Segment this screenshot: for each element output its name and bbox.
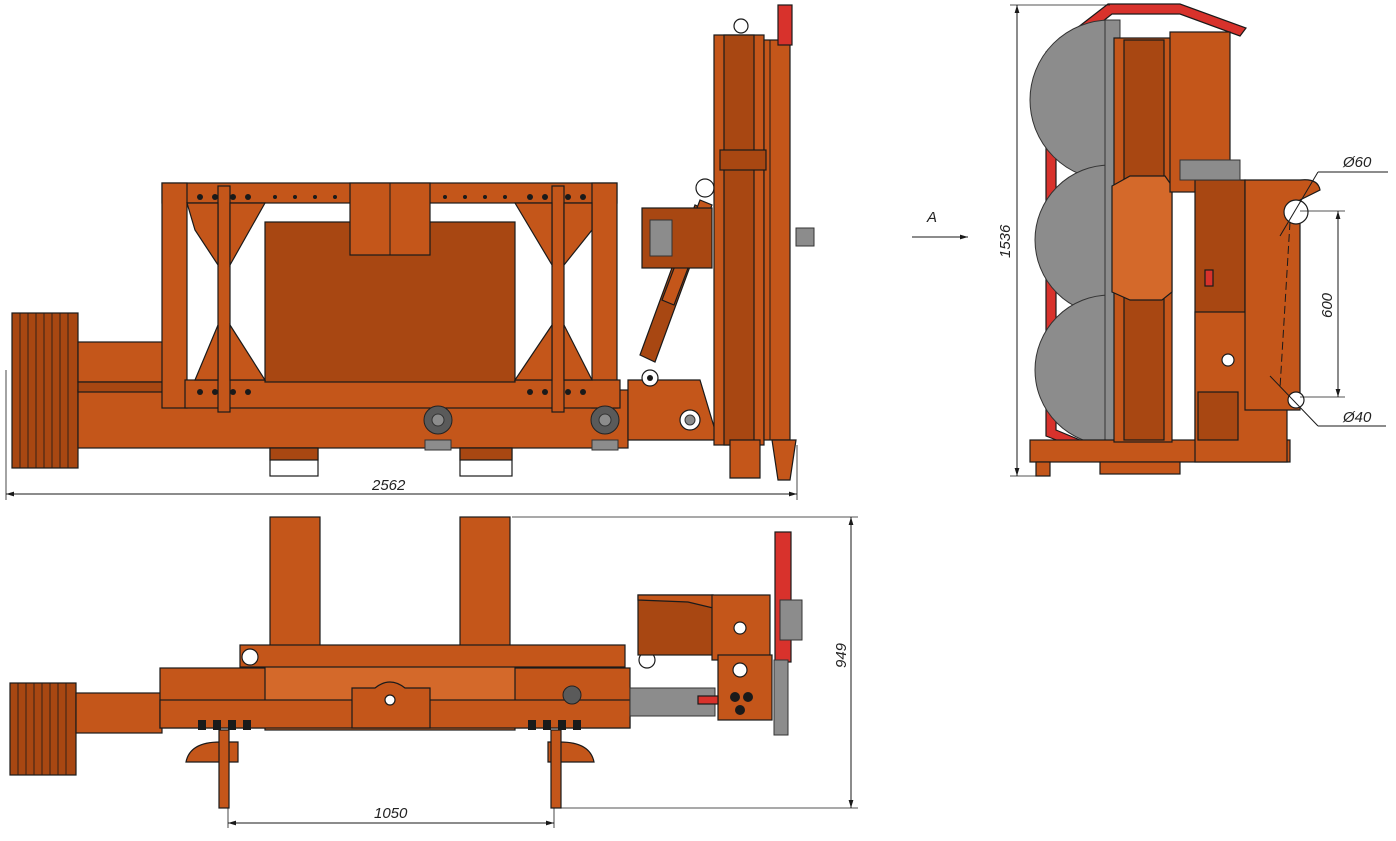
side-counterweight [11,312,79,469]
view-label-a: A [926,209,937,226]
dim-label-949: 949 [833,642,850,668]
dim-overall-height: 1536 [997,4,1110,477]
dim-bottom-pin-diameter: Ø40 [1269,375,1386,427]
front-view: 1536 600 Ø60 Ø40 [997,3,1388,477]
dim-label-1536: 1536 [997,224,1014,258]
dim-label-d40: Ø40 [1342,409,1372,426]
dim-label-2562: 2562 [371,477,406,494]
plan-blade-guard [774,531,792,663]
dim-plan-height: 949 [512,516,858,809]
dim-overall-length: 2562 [5,370,798,500]
dim-label-1050: 1050 [374,805,408,822]
side-saw-column [713,4,815,481]
side-bolts [197,194,586,395]
side-view: 2562 [5,4,815,500]
front-saw-blades [1029,19,1121,446]
view-arrow-a: A [912,209,968,240]
dim-top-pin-diameter: Ø60 [1279,154,1388,237]
dim-support-spacing: 1050 [227,805,555,828]
dim-label-600: 600 [1319,292,1336,318]
plan-bolts [198,720,581,730]
side-wheels [423,405,620,451]
side-frame [161,182,621,413]
plan-counterweight [9,682,77,776]
plan-view: 949 1050 [9,516,858,828]
dim-pin-spacing: 600 [1279,210,1345,398]
dim-label-d60: Ø60 [1342,154,1372,171]
